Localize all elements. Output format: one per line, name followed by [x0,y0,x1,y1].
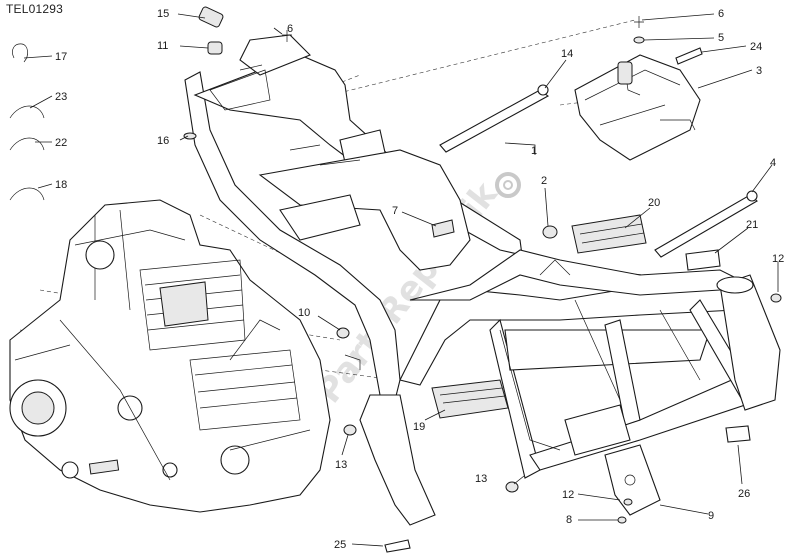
callout-12-b: 12 [772,253,784,265]
callout-19: 19 [413,421,425,433]
callout-4: 4 [770,157,776,169]
callout-9: 9 [708,510,714,522]
callout-20: 20 [648,197,660,209]
callout-13-a: 13 [335,459,347,471]
callout-3: 3 [756,65,762,77]
callout-6-b: 6 [718,8,724,20]
callout-10: 10 [298,307,310,319]
pads [431,214,751,443]
callout-6-a: 6 [287,23,293,35]
frame-trellis [184,34,781,526]
callout-13-b: 13 [475,473,487,485]
small-parts [9,6,782,553]
drawing-code: TEL01293 [6,2,63,16]
callout-5: 5 [718,32,724,44]
callout-16: 16 [157,135,169,147]
callout-21: 21 [746,219,758,231]
engine-assembly [9,199,331,513]
callout-18: 18 [55,179,67,191]
callout-7: 7 [392,205,398,217]
callout-24: 24 [750,41,762,53]
callout-22: 22 [55,137,67,149]
callout-11: 11 [157,40,168,52]
callout-15: 15 [157,8,169,20]
battery-tray-part [574,54,701,161]
callout-8: 8 [566,514,572,526]
shafts [439,84,758,258]
callout-labels: 1 2 3 4 5 6 6 7 8 9 10 11 12 12 13 13 14… [55,8,784,551]
callout-2: 2 [541,175,547,187]
callout-12-a: 12 [562,489,574,501]
callout-25: 25 [334,539,346,551]
callout-14: 14 [561,48,573,60]
leader-lines [23,13,779,547]
callout-1: 1 [531,145,537,157]
callout-17: 17 [55,51,67,63]
watermark-gear-icon [495,172,521,198]
callout-23: 23 [55,91,67,103]
callout-26: 26 [738,488,750,500]
